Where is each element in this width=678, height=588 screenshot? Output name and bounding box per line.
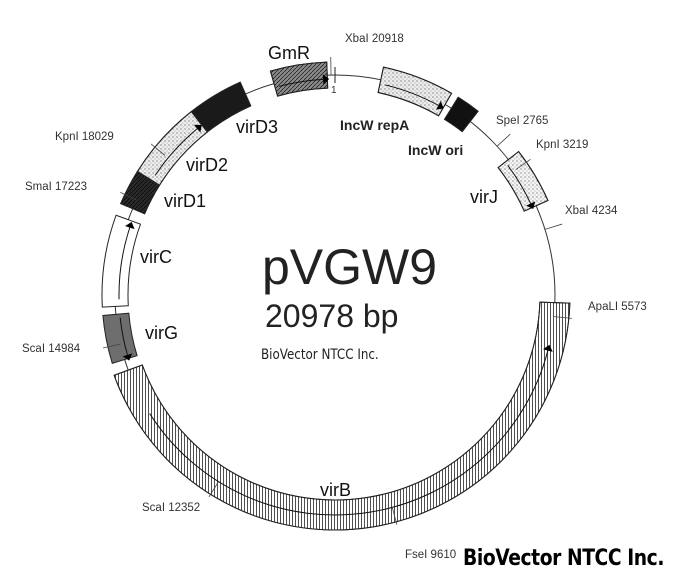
direction-arrow-icon — [526, 201, 536, 209]
direction-arrow-icon — [125, 221, 135, 230]
site-tick-smai-17223 — [120, 191, 137, 201]
feature-vird1 — [120, 170, 161, 215]
site-tick-kpni-18029 — [150, 143, 166, 156]
site-label-scai-14984: ScaI 14984 — [22, 343, 81, 355]
site-tick-scai-14984 — [102, 343, 121, 349]
gene-label-vird1: virD1 — [164, 191, 207, 211]
origin-label: 1 — [331, 85, 337, 96]
watermark-footer: BioVector NTCC Inc. — [463, 546, 664, 571]
feature-vird3 — [190, 81, 252, 133]
direction-arrow-icon — [122, 353, 133, 361]
feature-incw-repa — [377, 66, 453, 117]
feature-virb — [113, 301, 571, 531]
plasmid-size: 20978 bp — [265, 298, 399, 334]
feature-virg — [102, 312, 138, 364]
gene-label-virj: virJ — [470, 187, 498, 207]
site-label-kpni-3219: KpnI 3219 — [536, 139, 589, 151]
feature-virj — [497, 150, 549, 212]
gene-label-vird3: virD3 — [236, 117, 279, 137]
direction-arrow-icon — [193, 124, 202, 133]
gene-label-gmr: GmR — [268, 43, 310, 63]
direction-line — [149, 350, 549, 516]
site-tick-kpni-3219 — [515, 158, 531, 170]
site-tick-apali-5573 — [553, 316, 572, 319]
watermark-center: BioVector NTCC Inc. — [261, 347, 379, 363]
gene-label-virg: virG — [145, 323, 178, 343]
direction-line — [279, 78, 324, 87]
gene-label-virb: virB — [320, 480, 351, 500]
gene-label-incw-repa: IncW repA — [340, 117, 410, 133]
feature-vird2 — [136, 110, 209, 186]
site-tick-spei-2765 — [496, 133, 511, 147]
direction-arrow-icon — [435, 100, 444, 110]
site-tick-xbai-4234 — [544, 223, 563, 230]
site-label-apali-5573: ApaLI 5573 — [588, 301, 647, 313]
site-tick-fsei-9610 — [391, 507, 398, 525]
site-label-smai-17223: SmaI 17223 — [25, 181, 88, 193]
gene-label-incw-ori: IncW ori — [408, 142, 464, 158]
site-label-kpni-18029: KpnI 18029 — [55, 131, 114, 143]
direction-line — [118, 227, 131, 300]
gene-label-vird2: virD2 — [186, 155, 229, 175]
site-label-scai-12352: ScaI 12352 — [142, 502, 201, 514]
direction-line — [154, 128, 198, 176]
direction-arrow-icon — [543, 344, 553, 352]
feature-virc — [101, 214, 142, 308]
direction-line — [507, 165, 532, 204]
site-label-fsei-9610: FseI 9610 — [405, 549, 457, 561]
direction-line — [385, 84, 439, 106]
direction-arrow-icon — [322, 74, 330, 85]
site-label-xbai-4234: XbaI 4234 — [565, 205, 618, 217]
feature-incw-ori — [443, 96, 479, 133]
site-label-xbai-20918: XbaI 20918 — [345, 33, 404, 45]
direction-line — [119, 317, 128, 355]
site-label-spei-2765: SpeI 2765 — [496, 115, 549, 127]
site-tick-scai-12352 — [208, 481, 219, 498]
plasmid-name: pVGW9 — [262, 239, 438, 295]
gene-label-virc: virC — [140, 247, 172, 267]
feature-gmr — [269, 61, 330, 97]
